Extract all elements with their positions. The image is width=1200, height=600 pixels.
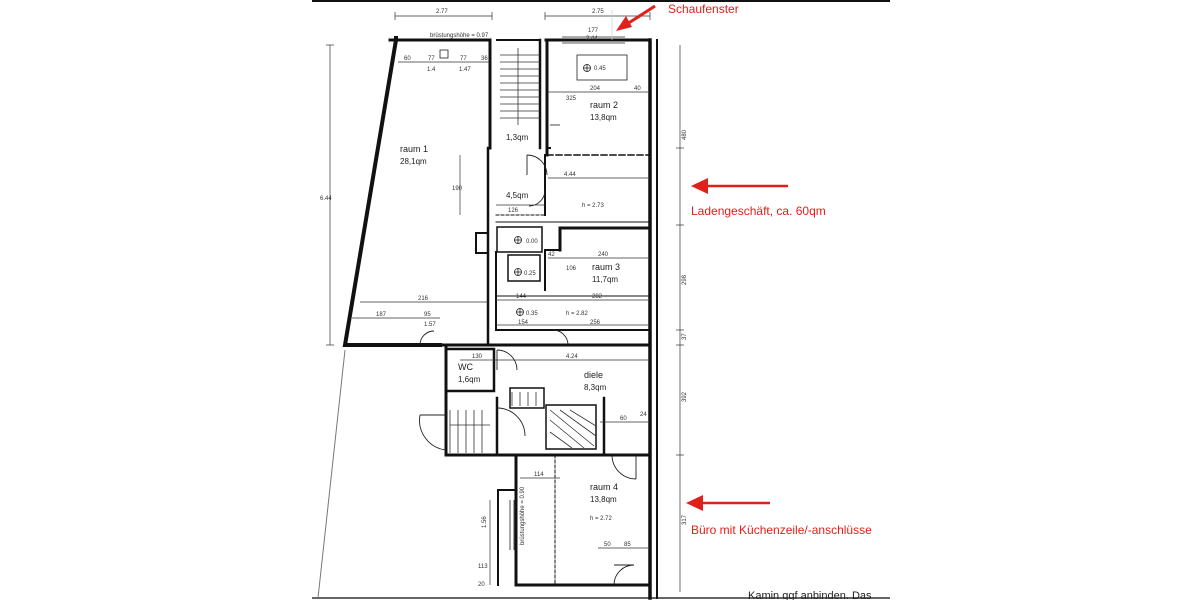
dim-144: 144 xyxy=(516,294,527,300)
hall-2-area: 4,5qm xyxy=(506,191,529,200)
dim-190: 190 xyxy=(452,186,463,192)
room-4-name: raum 4 xyxy=(590,482,618,492)
dim-60b: 60 xyxy=(620,416,627,422)
dim-240: 240 xyxy=(598,252,609,258)
dim-right-480: 480 xyxy=(682,129,688,140)
dimension-labels: 2.77 2.75 177 2.44 brüstungshöhe = 0.97 … xyxy=(320,9,688,588)
dim-24: 24 xyxy=(640,412,647,418)
dim-77a: 77 xyxy=(428,56,435,62)
room-1-name: raum 1 xyxy=(400,144,428,154)
dim-36: 36 xyxy=(481,56,488,62)
room-3-area: 11,7qm xyxy=(592,275,618,284)
wc-name: WC xyxy=(458,362,473,372)
dim-325: 325 xyxy=(566,96,577,102)
wc-area: 1,6qm xyxy=(458,375,481,384)
dim-brust-side: brüstungshöhe = 0.90 xyxy=(520,486,526,545)
dim-0-45: 0.45 xyxy=(594,66,606,72)
dim-h282: h = 2.82 xyxy=(566,311,589,317)
dim-20: 20 xyxy=(478,582,485,588)
dim-0-00: 0.00 xyxy=(526,239,538,245)
arrowhead-shop-icon xyxy=(691,178,708,194)
dim-h273: h = 2.73 xyxy=(582,203,605,209)
dim-40: 40 xyxy=(634,86,641,92)
label-shop-window: Schaufenster xyxy=(668,2,739,16)
label-shop: Ladengeschäft, ca. 60qm xyxy=(691,204,826,218)
windows xyxy=(439,36,628,550)
dim-1-56: 1.56 xyxy=(482,516,488,528)
dim-282: 282 xyxy=(592,294,603,300)
dim-85: 85 xyxy=(624,542,631,548)
dim-0-35: 0.35 xyxy=(526,311,538,317)
dim-right-298: 298 xyxy=(682,274,688,285)
dim-114: 114 xyxy=(534,472,544,478)
dim-154: 154 xyxy=(518,320,529,326)
dim-106: 106 xyxy=(566,266,577,272)
room-1-area: 28,1qm xyxy=(400,157,427,166)
dim-window-inner: 177 xyxy=(588,28,599,34)
dim-95: 95 xyxy=(424,312,431,318)
dim-right-392: 392 xyxy=(682,391,688,402)
arrowhead-shop-window-icon xyxy=(616,16,632,31)
annotation-office: Büro mit Küchenzeile/-anschlüsse xyxy=(686,495,872,537)
annotation-shop-window: Schaufenster xyxy=(616,2,739,31)
walls xyxy=(342,36,658,600)
dim-216: 216 xyxy=(418,296,429,302)
dim-1-57: 1.57 xyxy=(424,322,436,328)
dim-77b: 77 xyxy=(460,56,467,62)
dim-right-37: 37 xyxy=(682,333,688,340)
dim-113: 113 xyxy=(478,564,488,570)
dim-130: 130 xyxy=(472,354,483,360)
dim-0-25: 0.25 xyxy=(524,271,536,277)
level-markers xyxy=(514,64,591,316)
dim-1-4: 1.4 xyxy=(427,67,436,73)
diele-name: diele xyxy=(584,370,603,380)
dim-left-height: 6.44 xyxy=(320,196,332,202)
room-4-area: 13,8qm xyxy=(590,495,617,504)
neighbour-boundary xyxy=(317,349,346,599)
diele-area: 8,3qm xyxy=(584,383,607,392)
dim-h272: h = 2.72 xyxy=(590,516,613,522)
dim-50: 50 xyxy=(604,542,611,548)
dim-60: 60 xyxy=(404,56,411,62)
dim-right-317: 317 xyxy=(682,514,688,525)
dim-brust-top: brüstungshöhe = 0.97 xyxy=(430,33,489,39)
dim-256: 256 xyxy=(590,320,601,326)
cut-off-text: Kamin ggf anbinden. Das xyxy=(748,590,872,600)
dim-4-24: 4.24 xyxy=(566,354,578,360)
dim-1-47: 1.47 xyxy=(459,67,471,73)
dim-126: 126 xyxy=(508,208,519,214)
dim-window-width: 2.44 xyxy=(586,36,598,42)
annotation-shop: Ladengeschäft, ca. 60qm xyxy=(691,178,826,218)
dim-187: 187 xyxy=(376,312,387,318)
label-office: Büro mit Küchenzeile/-anschlüsse xyxy=(691,523,872,537)
dim-42: 42 xyxy=(548,252,555,258)
hall-1-area: 1,3qm xyxy=(506,133,529,142)
dim-top-left: 2.77 xyxy=(436,9,448,15)
arrowhead-office-icon xyxy=(686,495,703,511)
dim-4-44: 4.44 xyxy=(564,172,576,178)
room-2-area: 13,8qm xyxy=(590,113,617,122)
dim-204: 204 xyxy=(590,86,601,92)
room-2-name: raum 2 xyxy=(590,100,618,110)
stairs-lower xyxy=(449,392,597,453)
stairs-upper xyxy=(500,48,540,125)
dim-top-right: 2.75 xyxy=(592,9,604,15)
room-3-name: raum 3 xyxy=(592,262,620,272)
dimension-lines xyxy=(326,10,684,592)
